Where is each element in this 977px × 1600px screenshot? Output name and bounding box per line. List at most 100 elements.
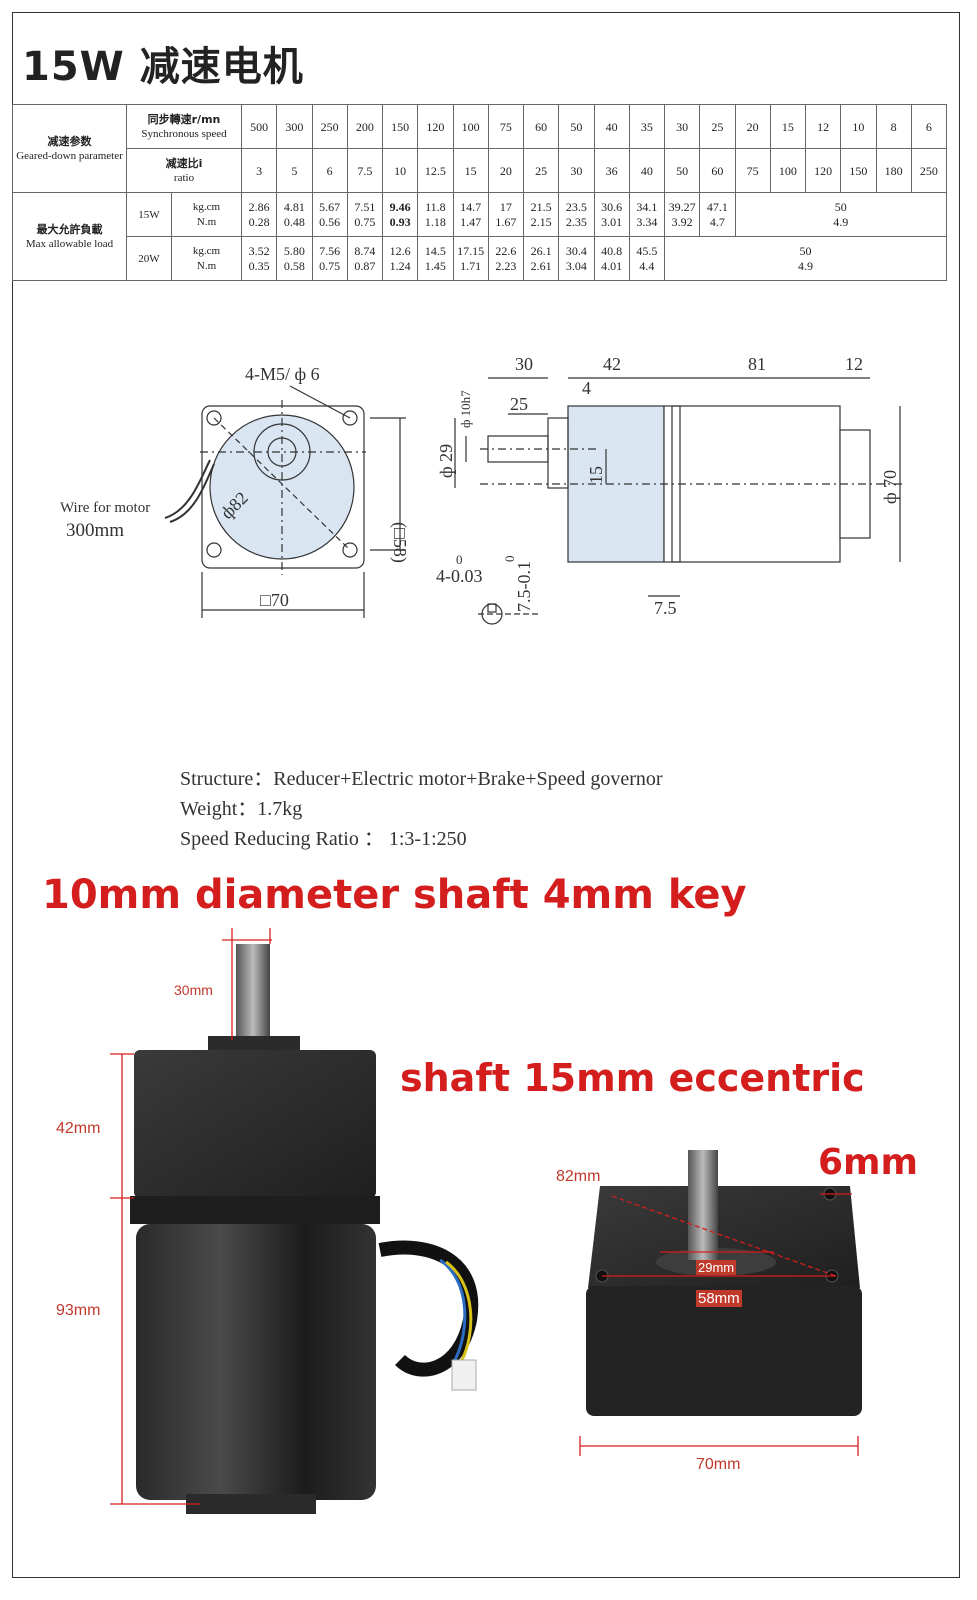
power-20w: 20W <box>126 236 172 281</box>
speed-cell: 75 <box>487 104 525 149</box>
dim-12: 12 <box>845 354 863 374</box>
ratio-cell: 250 <box>910 148 948 193</box>
speed-cell: 300 <box>276 104 313 149</box>
ratio-cell: 20 <box>487 148 525 193</box>
ratio-cell: 180 <box>875 148 912 193</box>
speed-cell: 100 <box>452 104 489 149</box>
mount-hole <box>342 542 358 558</box>
speed-cell: 30 <box>663 104 701 149</box>
dim-key-width: 4-0.03 <box>436 566 483 586</box>
ratio-cell: 60 <box>699 148 736 193</box>
spec-weight: Weight：1.7kg <box>180 798 303 820</box>
dim-eccentric: 15 <box>586 466 606 484</box>
speed-cell: 10 <box>840 104 877 149</box>
dim-boss-dia: ф 29 <box>436 444 456 478</box>
dim-42: 42 <box>603 354 621 374</box>
label-width: 70mm <box>696 1456 741 1473</box>
label-inner: 58mm <box>696 1290 742 1307</box>
dim-81: 81 <box>748 354 766 374</box>
page-title: 15W 减速电机 <box>22 44 304 90</box>
ratio-cell: 10 <box>381 148 419 193</box>
speed-cell: 60 <box>522 104 560 149</box>
ratio-cell: 7.5 <box>346 148 384 193</box>
dim-key-depth: 7.5-0.1 <box>514 561 534 612</box>
technical-drawing: 4-M5/ ф 6 Wire for motor 300mm ф82 (□58)… <box>60 354 906 625</box>
front-body-circle <box>209 414 355 560</box>
front-flange <box>201 405 365 569</box>
dim-shaft-dia: ф 10h7 <box>458 390 473 428</box>
speed-cell: 20 <box>734 104 771 149</box>
dim-holes: 4-M5/ ф 6 <box>245 364 320 384</box>
speed-cell: 500 <box>240 104 278 149</box>
dim-square-inner: (□58) <box>389 522 410 563</box>
speed-cell: 25 <box>699 104 736 149</box>
dim-4: 4 <box>582 378 591 398</box>
speed-cell: 6 <box>910 104 948 149</box>
label-shaft-length: 30mm <box>174 982 213 998</box>
dim-square-outer: □70 <box>260 590 289 610</box>
page-frame <box>12 12 960 1578</box>
wire-length: 300mm <box>66 520 124 541</box>
speed-cell: 250 <box>311 104 348 149</box>
label-hole: 6mm <box>818 1142 919 1183</box>
ratio-cell: 100 <box>769 148 807 193</box>
ratio-cell: 15 <box>452 148 489 193</box>
ratio-cell: 50 <box>663 148 701 193</box>
speed-cell: 12 <box>804 104 842 149</box>
ratio-cell: 30 <box>558 148 595 193</box>
power-15w: 15W <box>126 192 172 237</box>
speed-cell: 50 <box>558 104 595 149</box>
dim-key-depth-tol: 0 <box>502 556 517 563</box>
speed-cell: 200 <box>346 104 384 149</box>
ratio-cell: 36 <box>593 148 630 193</box>
ratio-cell: 25 <box>522 148 560 193</box>
ratio-cell: 6 <box>311 148 348 193</box>
dim-30: 30 <box>515 354 533 374</box>
wire-label: Wire for motor <box>60 500 150 516</box>
mount-hole <box>342 410 358 426</box>
label-pcd: 82mm <box>556 1168 601 1185</box>
ratio-cell: 12.5 <box>417 148 454 193</box>
ratio-cell: 40 <box>628 148 666 193</box>
spec-structure: Structure：Reducer+Electric motor+Brake+S… <box>180 768 663 790</box>
label-gear-height: 42mm <box>56 1120 101 1137</box>
headline: 10mm diameter shaft 4mm key <box>42 872 747 918</box>
speed-cell: 120 <box>417 104 454 149</box>
spec-ratio: Speed Reducing Ratio ： 1:3-1:250 <box>180 828 467 850</box>
dim-flange: 7.5 <box>654 598 677 618</box>
label-motor-height: 93mm <box>56 1302 101 1319</box>
speed-cell: 40 <box>593 104 630 149</box>
speed-cell: 8 <box>875 104 912 149</box>
ratio-cell: 5 <box>276 148 313 193</box>
speed-cell: 35 <box>628 104 666 149</box>
label-boss: 29mm <box>696 1260 737 1275</box>
speed-cell: 150 <box>381 104 419 149</box>
